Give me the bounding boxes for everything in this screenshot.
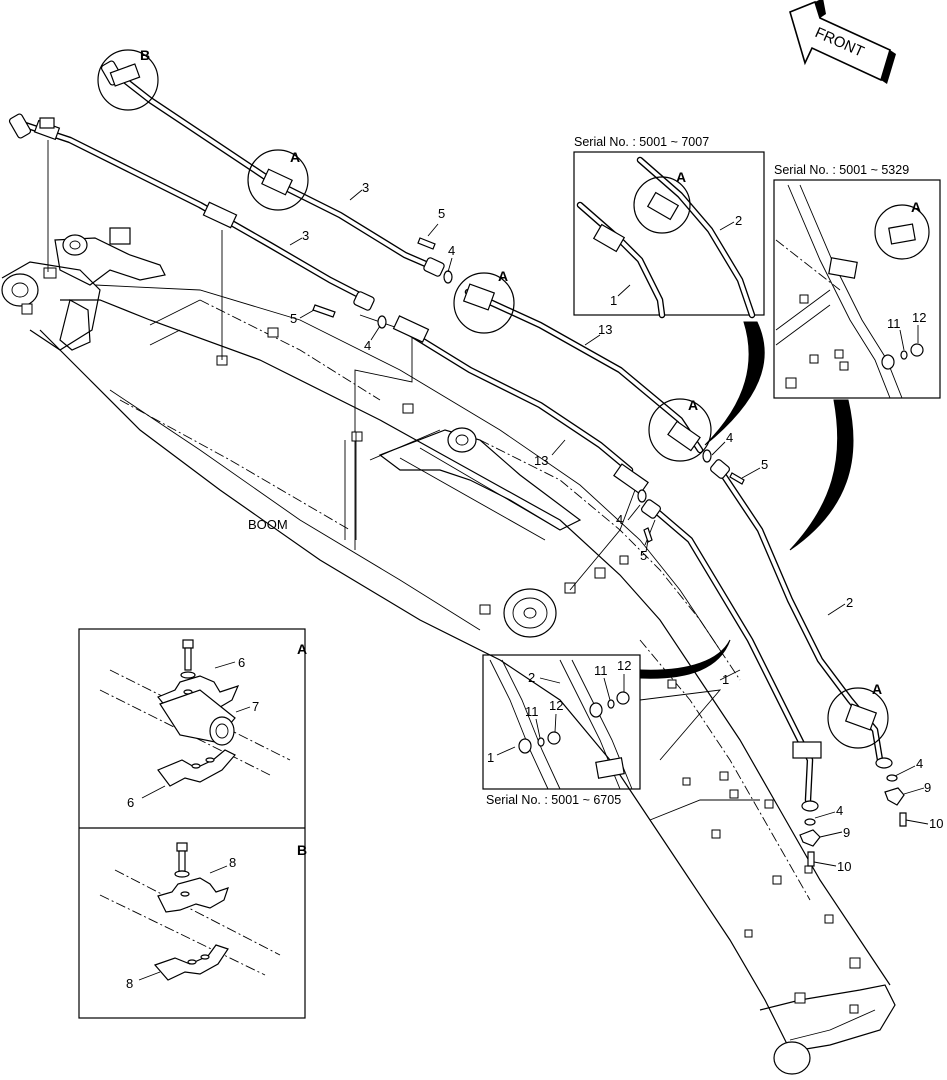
callout-5-c: 5 bbox=[761, 457, 768, 472]
detail-marker-a-2: A bbox=[498, 268, 508, 284]
inset-serial-5001-7007: Serial No. : 5001 ~ 7007 A 1 2 bbox=[573, 135, 765, 319]
inset-top-middle-label-2: 2 bbox=[735, 213, 742, 228]
main-callouts: 3 3 5 4 5 4 13 13 4 5 4 5 1 2 4 9 10 4 bbox=[248, 180, 943, 874]
callout-13-upper: 13 bbox=[598, 322, 612, 337]
callout-4-e: 4 bbox=[916, 756, 923, 771]
detail-marker-circles: B A A A A bbox=[97, 47, 889, 749]
callout-4-b: 4 bbox=[364, 338, 371, 353]
detail-marker-b: B bbox=[140, 47, 150, 63]
detail-marker-a-1: A bbox=[290, 149, 300, 165]
inset-center-label-12a: 12 bbox=[617, 658, 631, 673]
detail-b-part-8-top: 8 bbox=[229, 855, 236, 870]
inset-top-middle-serial: Serial No. : 5001 ~ 7007 bbox=[574, 135, 709, 149]
inset-top-middle-label-1: 1 bbox=[610, 293, 617, 308]
detail-box: A 6 7 6 B bbox=[78, 628, 307, 1019]
inset-center-label-1: 1 bbox=[487, 750, 494, 765]
callout-9-b: 9 bbox=[843, 825, 850, 840]
callout-10-a: 10 bbox=[929, 816, 943, 831]
callout-2: 2 bbox=[846, 595, 853, 610]
callout-4-d: 4 bbox=[616, 512, 623, 527]
inset-center-serial: Serial No. : 5001 ~ 6705 bbox=[486, 793, 621, 807]
callout-10-b: 10 bbox=[837, 859, 851, 874]
detail-marker-a-4: A bbox=[872, 681, 882, 697]
detail-a-letter: A bbox=[297, 641, 307, 657]
inset-serial-5001-5329: Serial No. : 5001 ~ 5329 A 11 12 bbox=[773, 163, 941, 399]
inset-top-right-serial: Serial No. : 5001 ~ 5329 bbox=[774, 163, 909, 177]
inset-center-label-2: 2 bbox=[528, 670, 535, 685]
callout-1: 1 bbox=[722, 672, 729, 687]
pipe-fittings bbox=[8, 60, 907, 867]
callout-3-lower: 3 bbox=[302, 228, 309, 243]
inset-top-right-label-11: 11 bbox=[887, 316, 901, 331]
detail-a-part-7: 7 bbox=[252, 699, 259, 714]
inset-center-label-11b: 11 bbox=[525, 704, 539, 719]
front-direction-arrow: FRONT bbox=[789, 0, 896, 84]
callout-3-upper: 3 bbox=[362, 180, 369, 195]
detail-a-part-6-top: 6 bbox=[238, 655, 245, 670]
detail-b-letter: B bbox=[297, 842, 307, 858]
detail-b: B 8 8 bbox=[99, 842, 307, 991]
callout-4-c: 4 bbox=[726, 430, 733, 445]
callout-13-lower: 13 bbox=[534, 453, 548, 468]
callout-4-a: 4 bbox=[448, 243, 455, 258]
inset-top-middle-detail: A bbox=[676, 169, 686, 185]
detail-a-part-6-bottom: 6 bbox=[127, 795, 134, 810]
detail-a: A 6 7 6 bbox=[99, 639, 307, 810]
callout-5-a: 5 bbox=[438, 206, 445, 221]
inset-center-label-12b: 12 bbox=[549, 698, 563, 713]
detail-b-part-8-bottom: 8 bbox=[126, 976, 133, 991]
boom-leader-lines bbox=[47, 140, 656, 591]
callout-5-d: 5 bbox=[640, 548, 647, 563]
callout-9-a: 9 bbox=[924, 780, 931, 795]
callout-5-b: 5 bbox=[290, 311, 297, 326]
inset-top-right-detail: A bbox=[911, 199, 921, 215]
inset-center-label-11a: 11 bbox=[594, 663, 608, 678]
detail-marker-a-3: A bbox=[688, 397, 698, 413]
inset-pointer-arrows bbox=[639, 321, 854, 679]
boom-label: BOOM bbox=[248, 517, 288, 532]
boom-structure bbox=[1, 227, 896, 1075]
inset-serial-5001-6705: 2 1 11 12 11 12 Serial No. : 5001 ~ 6705 bbox=[482, 654, 641, 807]
inset-top-right-label-12: 12 bbox=[912, 310, 926, 325]
callout-4-f: 4 bbox=[836, 803, 843, 818]
